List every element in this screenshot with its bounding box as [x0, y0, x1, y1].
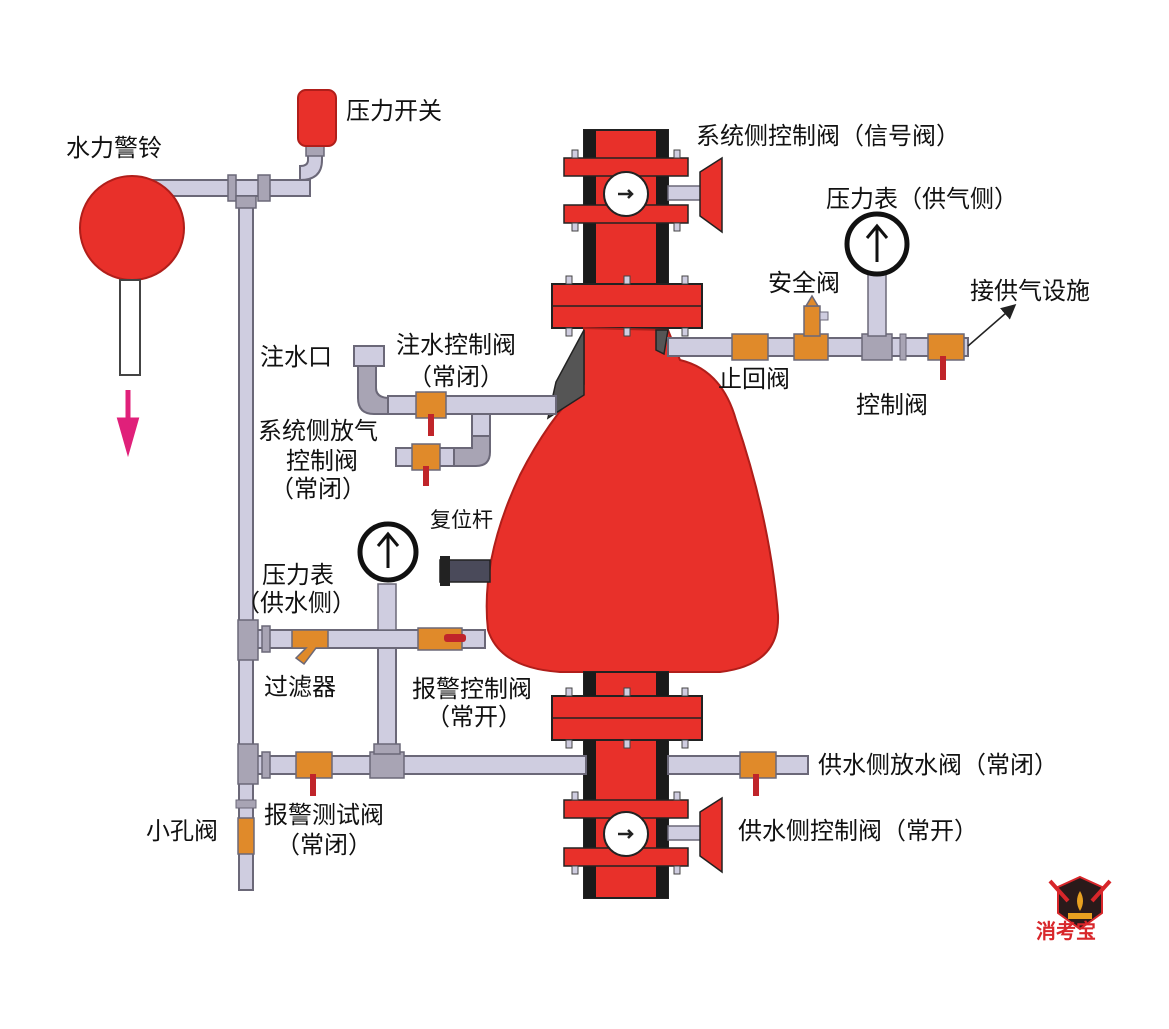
- gauge-air-tee: [861, 333, 893, 361]
- left-vertical-pipe: [238, 199, 254, 891]
- pressure-switch: [297, 89, 337, 147]
- vent-elbow: [451, 435, 491, 467]
- supply-control-valve-stem: [667, 825, 703, 841]
- fill-control-valve-handle: [428, 414, 434, 436]
- pipe-tee: [257, 174, 271, 202]
- pipe-coupling: [227, 174, 237, 202]
- label-fill-control-state: （常闭）: [408, 363, 504, 391]
- supply-control-valve-handwheel: [699, 796, 723, 874]
- label-control-valve: 控制阀: [856, 391, 928, 419]
- label-gauge-water-line1: 压力表: [262, 561, 334, 589]
- vent-branch: [471, 413, 491, 437]
- label-gauge-water-line2: （供水侧）: [236, 589, 356, 617]
- safety-valve: [803, 305, 821, 337]
- label-water-gong: 水力警铃: [66, 134, 162, 162]
- alarm-drop-tee: [369, 751, 405, 779]
- label-strainer: 过滤器: [264, 673, 336, 701]
- fill-port-cap: [353, 345, 385, 367]
- vent-control-valve-handle: [423, 466, 429, 486]
- gauge-water-stem: [377, 583, 397, 631]
- fill-port-elbow: [357, 365, 391, 415]
- drain-valve: [739, 751, 777, 779]
- air-control-valve-handle: [940, 356, 946, 380]
- brand-logo-text: 消考宝: [1036, 919, 1096, 943]
- label-alarm-test-state: （常闭）: [276, 831, 372, 859]
- safety-valve-tee: [793, 333, 829, 361]
- alarm-test-valve-handle: [310, 774, 316, 796]
- label-vent-line2: 控制阀: [286, 447, 358, 475]
- label-check-valve: 止回阀: [718, 365, 790, 393]
- orifice-valve: [237, 817, 255, 855]
- dry-pipe-valve-body: [485, 326, 780, 673]
- water-gong: [79, 175, 185, 281]
- brand-logo: [1048, 875, 1112, 931]
- label-alarm-control-valve: 报警控制阀: [412, 675, 532, 703]
- label-alarm-control-state: （常开）: [426, 703, 522, 731]
- label-orifice-valve: 小孔阀: [146, 817, 218, 845]
- system-control-valve-handwheel: [699, 156, 723, 234]
- alarm-drop-pipe: [377, 647, 397, 759]
- strainer: [291, 629, 329, 666]
- left-tee-lower: [237, 743, 259, 785]
- gauge-air-stem: [867, 271, 887, 337]
- label-supply-control-valve: 供水侧控制阀（常开）: [738, 817, 978, 845]
- label-pressure-gauge-air: 压力表（供气侧）: [826, 185, 1018, 213]
- check-valve: [731, 333, 769, 361]
- label-fill-control-valve: 注水控制阀: [396, 331, 516, 359]
- air-supply-arrow: [967, 304, 1017, 347]
- label-alarm-test-valve: 报警测试阀: [264, 801, 384, 829]
- label-vent-line1: 系统侧放气: [258, 417, 378, 445]
- label-safety-valve: 安全阀: [768, 269, 840, 297]
- label-vent-line3: （常闭）: [270, 475, 366, 503]
- label-system-control-valve: 系统侧控制阀（信号阀）: [696, 122, 960, 150]
- fill-pipe: [387, 395, 557, 415]
- system-control-valve-stem: [667, 185, 703, 201]
- label-drain-valve: 供水侧放水阀（常闭）: [818, 751, 1058, 779]
- drain-valve-handle: [753, 774, 759, 796]
- pipe-coupling: [235, 195, 257, 209]
- gong-drain-pipe: [119, 279, 141, 376]
- left-tee: [237, 619, 259, 661]
- drain-arrow: [116, 390, 140, 458]
- label-fill-port: 注水口: [260, 343, 332, 371]
- pipe-coupling: [305, 145, 325, 157]
- label-reset-rod: 复位杆: [430, 508, 493, 532]
- drain-pipe: [667, 755, 809, 775]
- label-pressure-switch: 压力开关: [346, 97, 442, 125]
- label-air-supply: 接供气设施: [970, 277, 1090, 305]
